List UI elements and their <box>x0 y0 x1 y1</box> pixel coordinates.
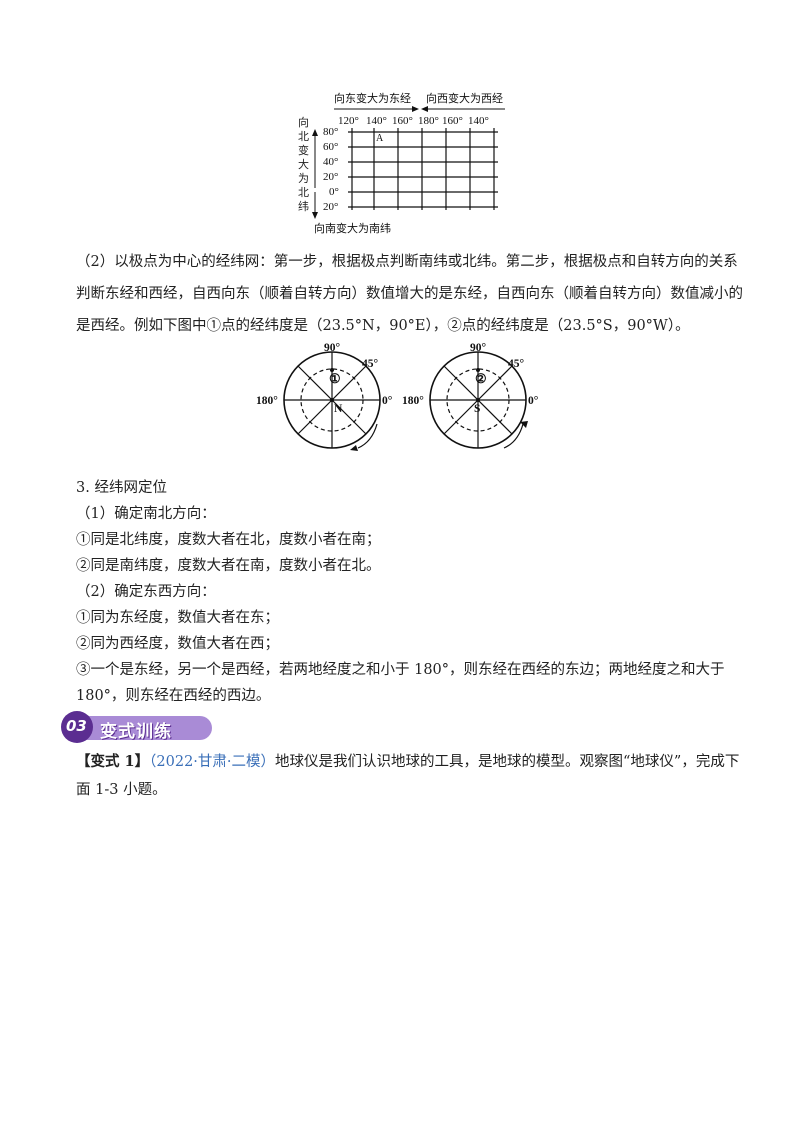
tick-left-5: 0° <box>329 186 339 198</box>
polar-south-right-label: 0° <box>528 395 539 407</box>
badge-background <box>61 711 212 743</box>
lat-lon-grid-figure: 向东变大为东经 向西变大为西经 120° 140° 160° 18 <box>290 88 520 238</box>
top-label-west: 向西变大为西经 <box>426 93 503 105</box>
polar-south-left-label: 180° <box>402 395 424 407</box>
exercise-tag: 【变式 1】 <box>76 753 150 770</box>
section3-sub1: （1）确定南北方向： <box>76 506 216 522</box>
tick-top-5: 160° <box>442 115 463 127</box>
polar-north-right-label: 0° <box>382 395 393 407</box>
polar-diagram-north: 90° 45° 180° 0° N ① <box>256 342 396 452</box>
badge-title: 变式训练 <box>100 722 172 742</box>
polar-north-pole-label: N <box>334 403 343 415</box>
polar-north-graphic <box>283 351 381 451</box>
tick-left-6: 20° <box>323 201 339 213</box>
para-2-line-2: 判断东经和西经，自西向东（顺着自转方向）数值增大的是东经，自西向东（顺着自转方向… <box>76 286 743 302</box>
top-label-east: 向东变大为东经 <box>334 93 411 105</box>
tick-top-4: 180° <box>418 115 439 127</box>
side-label-north: 向北变大为北纬 <box>298 116 309 213</box>
exercise-line-2: 面 1-3 小题。 <box>76 782 167 798</box>
point-a-label: A <box>376 133 384 144</box>
section3-line4: ②同为西经度，数值大者在西； <box>76 636 279 652</box>
para-2-line-3: 是西经。例如下图中①点的经纬度是（23.5°N，90°E），②点的经纬度是（23… <box>76 318 690 334</box>
tick-top-6: 140° <box>468 115 489 127</box>
marker-1: ① <box>329 371 341 386</box>
tick-left-1: 80° <box>323 126 339 138</box>
para-2-line-1: （2）以极点为中心的经纬网：第一步，根据极点判断南纬或北纬。第二步，根据极点和自… <box>76 254 738 270</box>
polar-north-diag-label: 45° <box>362 358 379 370</box>
tick-left-4: 20° <box>323 171 339 183</box>
exercise-text-1: 地球仪是我们认识地球的工具，是地球的模型。观察图“地球仪”，完成下 <box>275 754 740 770</box>
tick-left-2: 60° <box>323 141 339 153</box>
section3-line3: ①同为东经度，数值大者在东； <box>76 610 279 626</box>
tick-left-3: 40° <box>323 156 339 168</box>
grid-arrows <box>312 106 505 219</box>
polar-north-left-label: 180° <box>256 395 278 407</box>
section3-line2: ②同是南纬度，度数大者在南，度数小者在北。 <box>76 558 381 574</box>
polar-diagram-south: 90° 45° 180° 0° S ② <box>402 342 542 452</box>
section3-line5b: 180°，则东经在西经的西边。 <box>76 688 271 704</box>
polar-south-top-label: 90° <box>470 342 487 354</box>
marker-2: ② <box>475 371 487 386</box>
section-badge: 03 变式训练 <box>60 710 216 744</box>
section3-title: 3. 经纬网定位 <box>76 480 167 496</box>
tick-top-1: 120° <box>338 115 359 127</box>
polar-south-diag-label: 45° <box>508 358 525 370</box>
tick-top-2: 140° <box>366 115 387 127</box>
section3-line1: ①同是北纬度，度数大者在北，度数小者在南； <box>76 532 381 548</box>
tick-top-3: 160° <box>392 115 413 127</box>
bottom-label-south: 向南变大为南纬 <box>314 223 391 235</box>
exercise-source: （2022·甘肃·二模） <box>149 754 276 770</box>
exercise-line-1: 【变式 1】（2022·甘肃·二模）地球仪是我们认识地球的工具，是地球的模型。观… <box>76 748 740 776</box>
section3-sub2: （2）确定东西方向： <box>76 584 216 600</box>
polar-north-top-label: 90° <box>324 342 341 354</box>
polar-south-graphic <box>429 351 528 449</box>
badge-number: 03 <box>66 717 87 735</box>
section3-line5a: ③一个是东经，另一个是西经，若两地经度之和小于 180°，则东经在西经的东边；两… <box>76 662 725 678</box>
polar-south-pole-label: S <box>474 403 481 415</box>
